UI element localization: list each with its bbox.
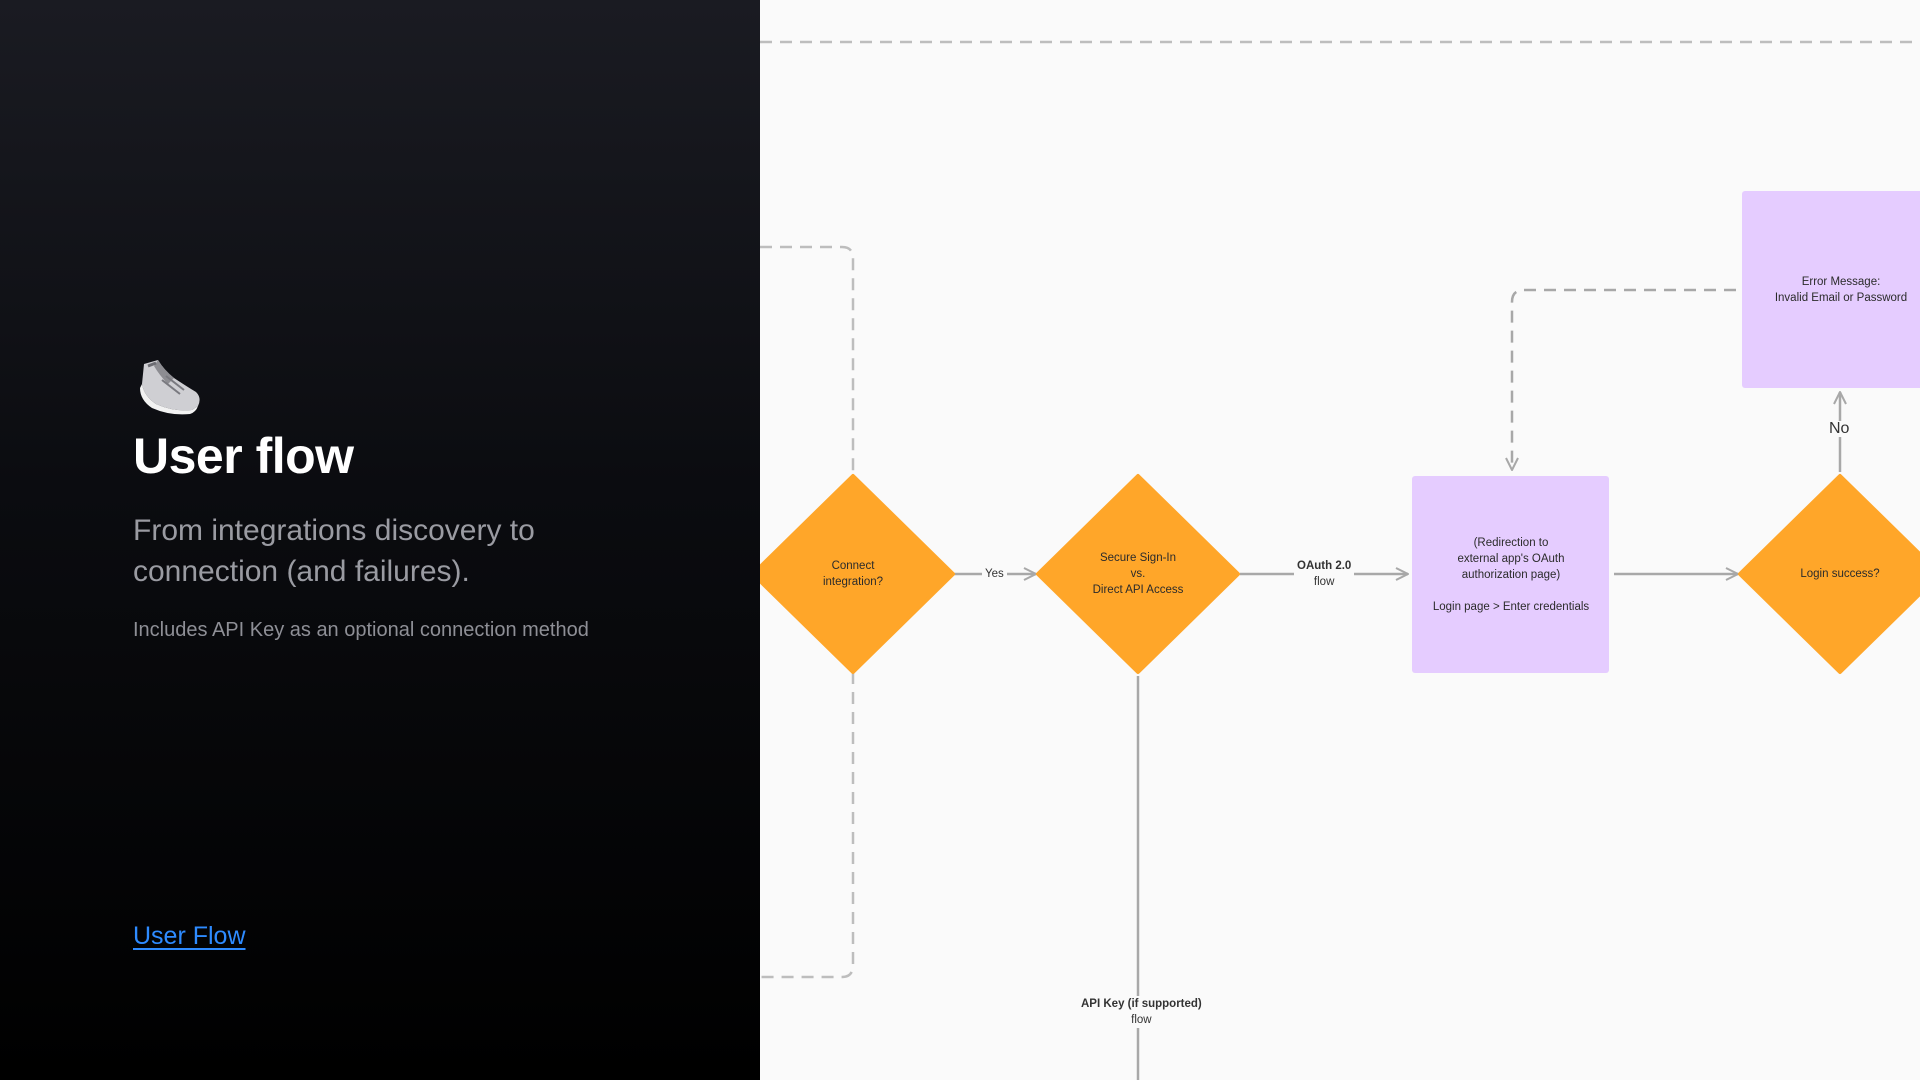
no-edge-label: No	[1826, 421, 1853, 437]
oauth-edge-label: OAuth 2.0 flow	[1294, 558, 1355, 590]
apikey-edge-label: API Key (if supported) flow	[1078, 996, 1205, 1028]
login-decision-label: Login success?	[1800, 568, 1880, 580]
connect-decision-label: Connect integration?	[822, 560, 884, 588]
loop-bottom-connector	[760, 672, 855, 979]
diagram-canvas: Connect integration? Secure Sign-In vs. …	[760, 0, 1920, 1080]
redirect-process-label: (Redirection to external app's OAuth aut…	[1432, 537, 1590, 613]
page-title: User flow	[133, 428, 354, 484]
yes-edge-label: Yes	[982, 566, 1007, 582]
error-process-label: Error Message: Invalid Email or Password	[1774, 276, 1908, 304]
secure-decision-label: Secure Sign-In vs. Direct API Access	[1092, 552, 1184, 596]
diagram-connectors	[760, 40, 1920, 1080]
connect-decision-shape	[760, 474, 955, 674]
loop-top-connector	[760, 245, 855, 476]
secure-decision-shape	[1036, 474, 1240, 674]
redirect-process-shape	[1412, 476, 1609, 673]
info-panel: User flow From integrations discovery to…	[0, 0, 760, 1080]
page-note: Includes API Key as an optional connecti…	[133, 619, 589, 641]
retry-dashed-connector	[1505, 288, 1736, 471]
user-flow-link[interactable]: User Flow	[133, 922, 246, 950]
page-subtitle: From integrations discovery to connectio…	[133, 514, 535, 588]
error-process-shape	[1742, 191, 1920, 388]
sneaker-icon	[140, 360, 200, 415]
login-decision-shape	[1738, 474, 1920, 674]
